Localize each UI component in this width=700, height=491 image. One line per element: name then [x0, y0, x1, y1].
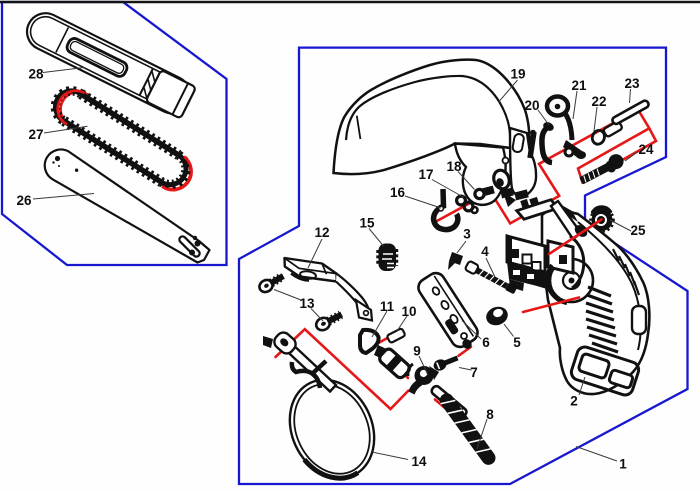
svg-text:4: 4 — [481, 244, 489, 259]
svg-text:16: 16 — [390, 185, 406, 200]
svg-text:10: 10 — [401, 304, 416, 319]
svg-text:26: 26 — [16, 193, 32, 208]
svg-text:18: 18 — [446, 159, 462, 174]
svg-text:7: 7 — [470, 365, 478, 380]
svg-text:23: 23 — [624, 76, 640, 91]
svg-text:11: 11 — [380, 299, 395, 314]
svg-text:1: 1 — [619, 457, 627, 472]
svg-text:13: 13 — [299, 296, 315, 311]
svg-text:3: 3 — [463, 227, 471, 242]
svg-text:21: 21 — [571, 78, 587, 93]
svg-text:28: 28 — [28, 67, 44, 82]
svg-text:5: 5 — [513, 335, 521, 350]
svg-text:8: 8 — [486, 407, 494, 422]
svg-text:6: 6 — [482, 335, 490, 350]
svg-text:19: 19 — [510, 67, 525, 82]
svg-text:17: 17 — [418, 167, 433, 182]
svg-text:14: 14 — [411, 454, 427, 469]
svg-text:12: 12 — [314, 225, 329, 240]
svg-text:24: 24 — [638, 142, 654, 157]
svg-text:22: 22 — [591, 94, 606, 109]
svg-text:15: 15 — [359, 216, 375, 231]
svg-text:9: 9 — [413, 344, 421, 359]
svg-text:20: 20 — [524, 98, 539, 113]
svg-text:2: 2 — [570, 394, 578, 409]
svg-text:25: 25 — [630, 223, 646, 238]
svg-text:27: 27 — [28, 127, 43, 142]
